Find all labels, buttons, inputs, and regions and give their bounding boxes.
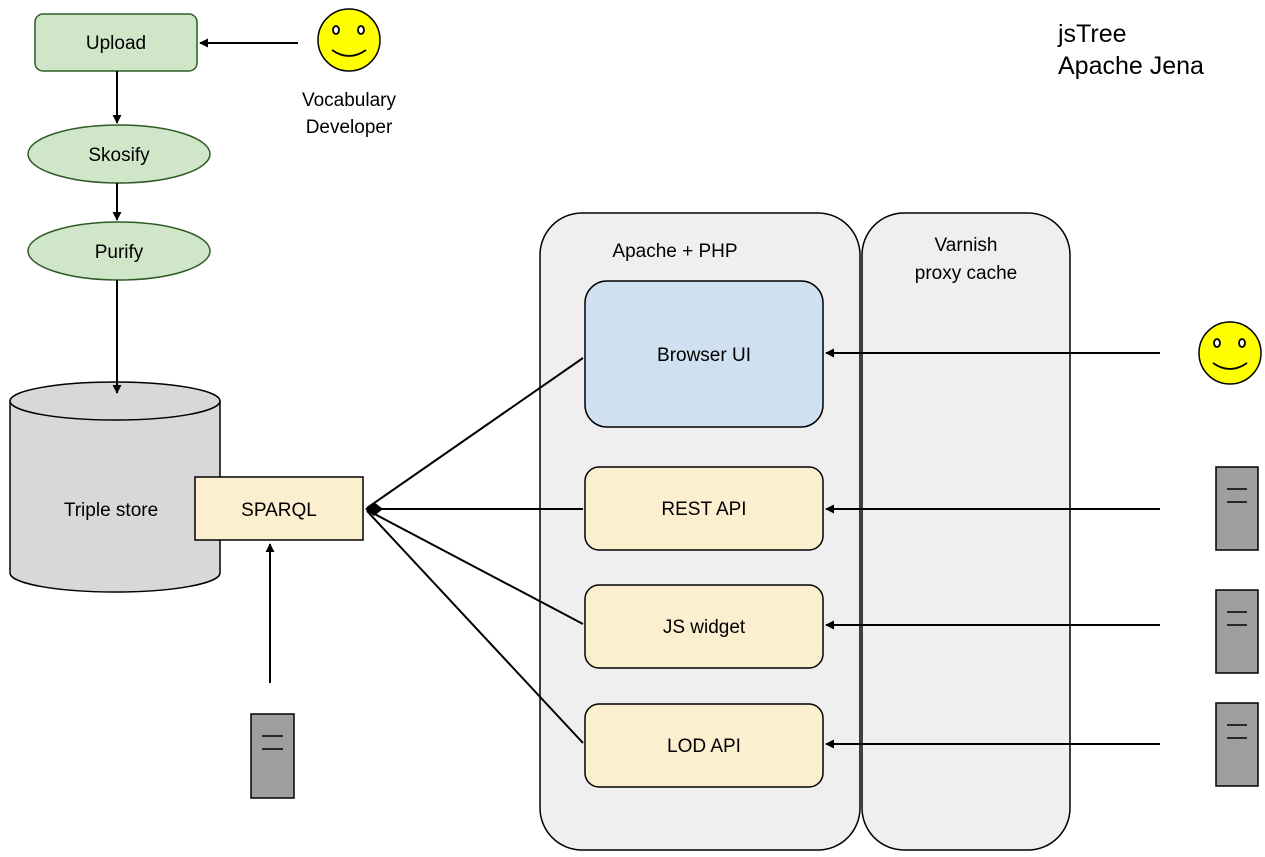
varnish-label-line2: proxy cache	[915, 263, 1017, 284]
triple-store-database-icon	[9, 381, 221, 593]
lod-api-label: LOD API	[667, 736, 741, 757]
vocabulary-developer-label-line1: Vocabulary	[302, 90, 397, 111]
side-note-jstree: jsTree	[1058, 20, 1127, 48]
sparql-connector-diamond	[365, 502, 383, 516]
widget-client-server-icon	[1215, 589, 1259, 674]
lod-api-box	[584, 703, 824, 788]
varnish-label-line1: Varnish	[934, 235, 997, 256]
vocabulary-developer-smiley-icon	[317, 8, 381, 72]
triple-store-label: Triple store	[64, 500, 158, 521]
link-lod-api-to-sparql	[366, 510, 584, 744]
rest-api-box	[584, 466, 824, 551]
end-user-smiley-icon	[1198, 321, 1262, 385]
browser-ui-box	[584, 280, 824, 428]
varnish-container	[861, 212, 1071, 851]
purify-label: Purify	[95, 242, 144, 263]
skosify-label: Skosify	[88, 145, 150, 166]
skosify-ellipse	[27, 124, 211, 184]
sparql-client-server-icon	[250, 713, 295, 799]
side-note-apache-jena: Apache Jena	[1058, 52, 1204, 80]
rest-client-server-icon	[1215, 466, 1259, 551]
apache-php-label: Apache + PHP	[612, 241, 737, 262]
link-js-widget-to-sparql	[366, 509, 584, 625]
browser-ui-label: Browser UI	[657, 345, 751, 366]
sparql-label: SPARQL	[241, 500, 317, 521]
rest-api-label: REST API	[661, 499, 746, 520]
purify-ellipse	[27, 221, 211, 281]
upload-label: Upload	[86, 33, 146, 54]
lod-client-server-icon	[1215, 702, 1259, 787]
vocabulary-developer-label-line2: Developer	[306, 117, 393, 138]
side-notes: jsTree Apache Jena	[1058, 18, 1204, 82]
js-widget-label: JS widget	[663, 617, 746, 638]
js-widget-box	[584, 584, 824, 669]
link-browser-ui-to-sparql	[366, 357, 584, 509]
sparql-box	[194, 476, 364, 541]
